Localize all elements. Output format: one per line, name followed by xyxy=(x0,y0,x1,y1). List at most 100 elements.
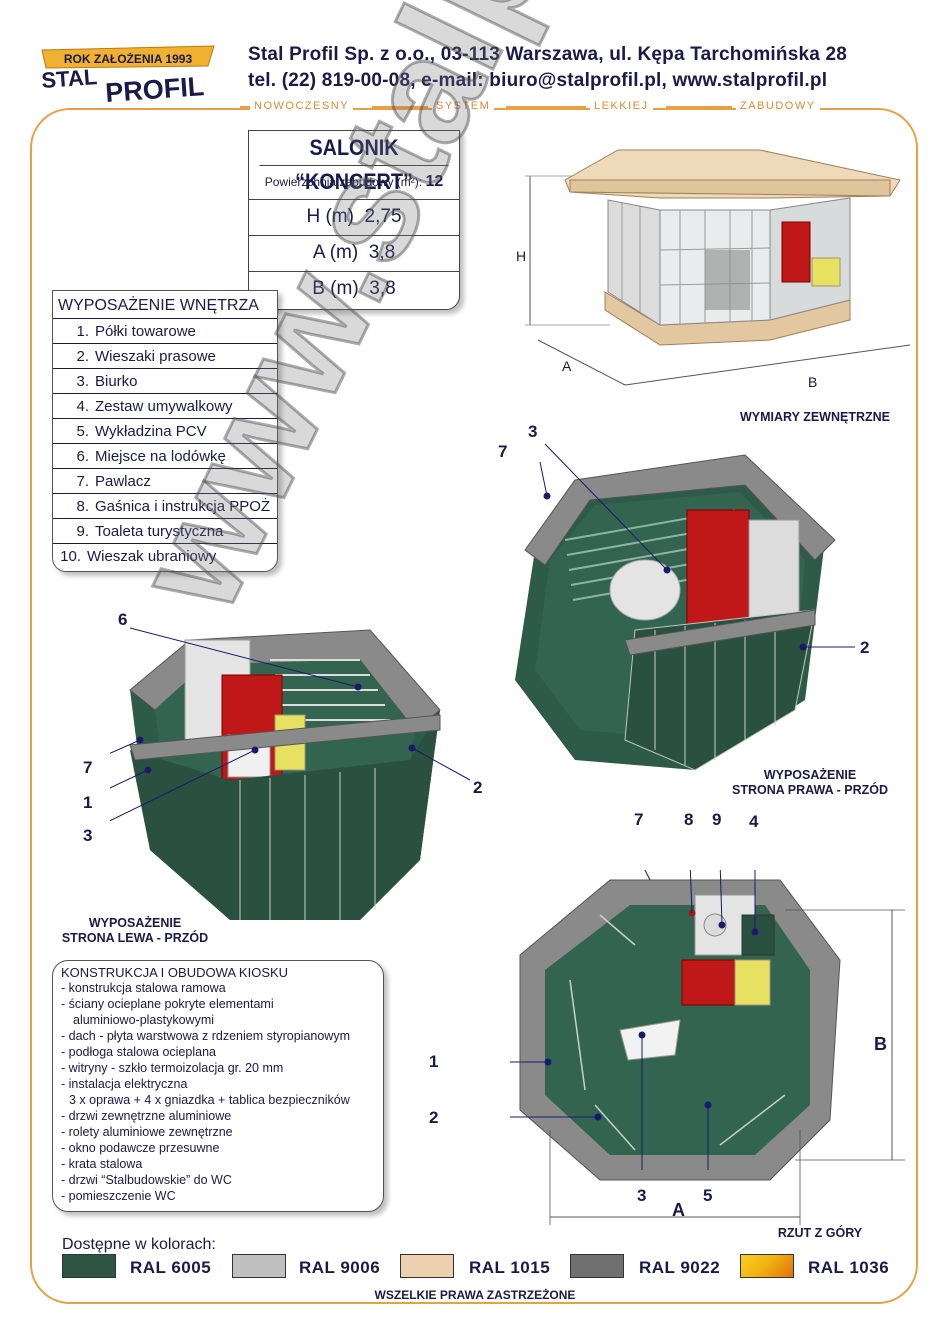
construction-line: - ściany ocieplane pokryte elementami xyxy=(61,997,274,1011)
dimension-b-label: B xyxy=(808,374,818,390)
dimension-top-b-label: B xyxy=(874,1034,887,1054)
spec-area: Powierzchnia zabudowy (m²): 12 xyxy=(249,165,459,200)
spec-area-label: Powierzchnia zabudowy (m²): xyxy=(264,175,423,189)
color-swatch xyxy=(62,1254,116,1278)
spec-row-label: A (m) xyxy=(312,242,359,263)
tagline-word-4: ZABUDOWY xyxy=(736,100,820,112)
logo-top-text: ROK ZAŁOŻENIA 1993 xyxy=(64,51,193,66)
callout-top-3: 3 xyxy=(637,1186,647,1205)
construction-line: - okno podawcze przesuwne xyxy=(61,1141,220,1155)
construction-line: - rolety aluminiowe zewnętrzne xyxy=(61,1125,233,1139)
color-swatch xyxy=(400,1254,454,1278)
equipment-item: 4.Zestaw umywalkowy xyxy=(53,394,277,419)
equipment-title: WYPOSAŻENIE WNĘTRZA xyxy=(53,291,277,319)
color-swatch xyxy=(740,1254,794,1278)
tagline-rule xyxy=(666,106,732,108)
caption-left-front: WYPOSAŻENIE STRONA LEWA - PRZÓD xyxy=(50,916,220,946)
equipment-list: WYPOSAŻENIE WNĘTRZA 1.Półki towarowe 2.W… xyxy=(52,290,278,572)
spec-row-value: 2,75 xyxy=(364,206,402,227)
caption-right-front-line1: WYPOSAŻENIE xyxy=(763,768,857,782)
logo-profil-text: PROFIL xyxy=(104,71,205,106)
callout-right-7: 7 xyxy=(498,442,508,461)
equipment-item: 10.Wieszak ubraniowy xyxy=(60,548,217,565)
construction-line: - dach - płyta warstwowa z rdzeniem styr… xyxy=(61,1029,350,1043)
caption-right-front-line2: STRONA PRAWA - PRZÓD xyxy=(731,783,889,797)
dimension-h-label: H xyxy=(516,248,527,264)
dimension-a-label: A xyxy=(562,358,572,374)
company-contact: tel. (22) 819-00-08, e-mail: biuro@stalp… xyxy=(248,70,828,91)
callout-right-2: 2 xyxy=(860,638,870,657)
top-view-plan-illustration xyxy=(510,870,905,1225)
footer-copyright: WSZELKIE PRAWA ZASTRZEŻONE xyxy=(0,1288,950,1302)
tagline-rule xyxy=(506,106,586,108)
callout-top-4: 4 xyxy=(749,812,759,831)
tagline-word-3: LEKKIEJ xyxy=(590,100,653,112)
callout-top-2: 2 xyxy=(429,1108,439,1127)
equipment-item: 3.Biurko xyxy=(53,369,277,394)
color-swatch-label: RAL 1036 xyxy=(808,1258,890,1277)
callout-right-3: 3 xyxy=(528,422,538,441)
caption-left-front-line1: WYPOSAŻENIE xyxy=(88,916,182,930)
interior-left-front-illustration xyxy=(110,627,470,920)
callout-top-8: 8 xyxy=(684,810,694,829)
spec-table: SALONIK “KONCERT” Powierzchnia zabudowy … xyxy=(248,130,460,310)
color-swatch-label: RAL 1015 xyxy=(469,1258,551,1277)
callout-top-9: 9 xyxy=(712,810,722,829)
spec-row-a: A (m) 3,8 xyxy=(249,235,459,272)
color-swatch-label: RAL 9006 xyxy=(299,1258,381,1277)
spec-row-value: 3,8 xyxy=(369,278,396,299)
construction-line: - drzwi “Stalbudowskie” do WC xyxy=(61,1173,232,1187)
construction-line: - konstrukcja stalowa ramowa xyxy=(61,981,226,995)
company-logo: ROK ZAŁOŻENIA 1993 STAL PROFIL xyxy=(38,44,218,108)
spec-row-h: H (m) 2,75 xyxy=(249,199,459,236)
construction-title: KONSTRUKCJA I OBUDOWA KIOSKU xyxy=(61,965,289,980)
caption-top-view: RZUT Z GÓRY xyxy=(777,1226,863,1240)
spec-area-value: 12 xyxy=(425,173,444,190)
spec-row-b: B (m) 3,8 xyxy=(249,271,459,307)
equipment-item: 5.Wykładzina PCV xyxy=(53,419,277,444)
equipment-item: 6.Miejsce na lodówkę xyxy=(53,444,277,469)
equipment-item: 8.Gaśnica i instrukcja PPOŻ xyxy=(53,494,277,519)
tagline-word-1: NOWOCZESNY xyxy=(250,100,354,112)
caption-exterior: WYMIARY ZEWNĘTRZNE xyxy=(740,410,890,424)
equipment-item: 7.Pawlacz xyxy=(53,469,277,494)
callout-left-7: 7 xyxy=(83,758,93,777)
colors-label: Dostępne w kolorach: xyxy=(62,1236,216,1253)
callout-left-6: 6 xyxy=(118,610,128,629)
callout-left-1: 1 xyxy=(83,793,93,812)
footer-copyright-text: WSZELKIE PRAWA ZASTRZEŻONE xyxy=(368,1288,582,1302)
tagline-rule xyxy=(372,106,428,108)
spec-title: SALONIK “KONCERT” xyxy=(259,131,449,194)
tagline-word-2: SYSTEM xyxy=(432,100,495,112)
tagline-rule xyxy=(240,106,250,108)
spec-row-label: B (m) xyxy=(312,278,359,299)
equipment-item: 2.Wieszaki prasowe xyxy=(53,344,277,369)
logo-stal-text: STAL xyxy=(41,64,98,93)
callout-top-1: 1 xyxy=(429,1052,439,1071)
construction-line: aluminiowo-plastykowymi xyxy=(73,1013,215,1027)
dimension-top-a-label: A xyxy=(672,1200,685,1220)
caption-left-front-line2: STRONA LEWA - PRZÓD xyxy=(61,931,209,945)
construction-line: - pomieszczenie WC xyxy=(61,1189,176,1203)
callout-left-2: 2 xyxy=(473,778,483,797)
company-address: Stal Profil Sp. z o.o., 03-113 Warszawa,… xyxy=(248,44,848,65)
exterior-kiosk-illustration xyxy=(525,149,911,386)
equipment-item: 1.Półki towarowe xyxy=(53,319,277,344)
callout-left-3: 3 xyxy=(83,826,93,845)
construction-line: - podłoga stalowa ocieplana xyxy=(61,1045,216,1059)
construction-line: 3 x oprawa + 4 x gniazdka + tablica bezp… xyxy=(69,1093,350,1107)
construction-box: KONSTRUKCJA I OBUDOWA KIOSKU - konstrukc… xyxy=(52,960,384,1212)
construction-line: - drzwi zewnętrzne aluminiowe xyxy=(61,1109,232,1123)
construction-line: - witryny - szkło termoizolacja gr. 20 m… xyxy=(61,1061,284,1075)
equipment-item: 9.Toaleta turystyczna xyxy=(53,519,277,544)
color-swatch xyxy=(570,1254,624,1278)
color-swatch-label: RAL 9022 xyxy=(639,1258,721,1277)
color-swatch-label: RAL 6005 xyxy=(130,1258,212,1277)
spec-row-label: H (m) xyxy=(306,206,354,227)
callout-top-7: 7 xyxy=(634,810,644,829)
spec-row-value: 3,8 xyxy=(368,242,396,263)
callout-top-5: 5 xyxy=(703,1186,713,1205)
construction-line: - krata stalowa xyxy=(61,1157,143,1171)
caption-right-front: WYPOSAŻENIE STRONA PRAWA - PRZÓD xyxy=(720,768,900,798)
construction-line: - instalacja elektryczna xyxy=(61,1077,188,1091)
